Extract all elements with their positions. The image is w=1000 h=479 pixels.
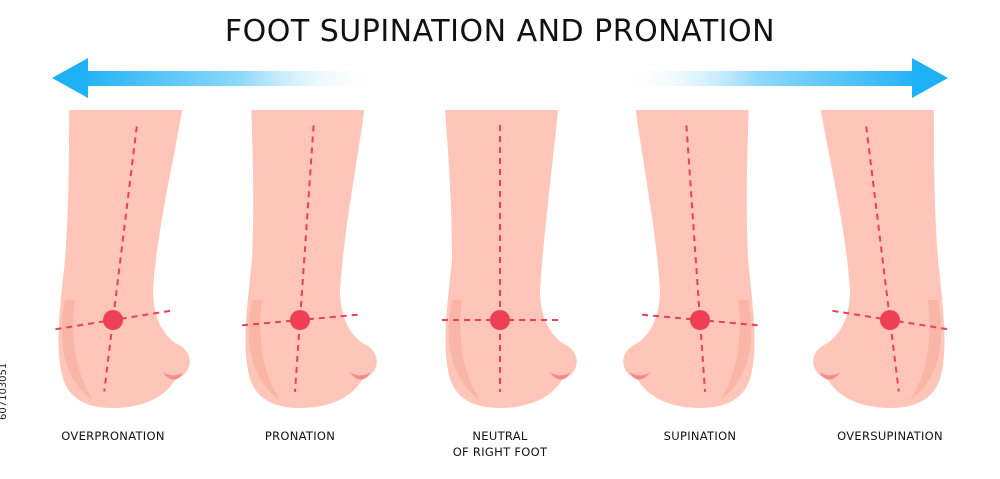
feet-layer <box>55 110 948 408</box>
toenail <box>550 372 570 380</box>
toe-shape <box>624 345 656 379</box>
arrow-right <box>624 58 948 98</box>
leg-shape <box>445 110 577 408</box>
heel-shade <box>448 300 480 400</box>
foot-4 <box>623 110 755 408</box>
foot-label-5: OVERSUPINATION <box>800 428 980 444</box>
toe-shape <box>344 345 376 379</box>
heel-shade <box>61 300 93 400</box>
leg-shape <box>58 110 190 408</box>
foot-label-line1: OVERSUPINATION <box>837 429 943 443</box>
vertical-axis <box>685 125 707 392</box>
vertical-axis <box>293 125 315 392</box>
foot-5 <box>813 110 945 408</box>
axis-lines <box>55 126 171 392</box>
axis-lines <box>832 126 948 392</box>
toe-shape <box>814 345 846 379</box>
ankle-joint-dot <box>103 310 123 330</box>
toenail <box>163 372 183 380</box>
foot-label-line1: NEUTRAL <box>472 429 528 443</box>
vertical-axis <box>865 126 900 392</box>
foot-2 <box>245 110 377 408</box>
foot-label-line1: SUPINATION <box>663 429 737 443</box>
heel-shade <box>248 300 280 400</box>
leg-shape <box>245 110 377 408</box>
heel-shade <box>910 300 942 400</box>
foot-label-3: NEUTRAL OF RIGHT FOOT <box>410 428 590 460</box>
foot-label-4: SUPINATION <box>610 428 790 444</box>
ankle-joint-dot <box>690 310 710 330</box>
toenail <box>630 372 650 380</box>
toe-shape <box>157 345 189 379</box>
stock-id: 607103051 <box>0 362 9 420</box>
foot-label-2: PRONATION <box>210 428 390 444</box>
toenail <box>350 372 370 380</box>
toenail <box>820 372 840 380</box>
foot-label-1: OVERPRONATION <box>23 428 203 444</box>
ankle-joint-dot <box>290 310 310 330</box>
axis-lines <box>242 125 358 392</box>
heel-shade <box>720 300 752 400</box>
foot-label-line2: OF RIGHT FOOT <box>452 445 548 459</box>
arrow-left <box>52 58 376 98</box>
axis-lines <box>442 125 558 392</box>
leg-shape <box>813 110 945 408</box>
toe-shape <box>544 345 576 379</box>
leg-shape <box>623 110 755 408</box>
axis-lines <box>642 125 758 392</box>
vertical-axis <box>103 126 138 392</box>
page-title: FOOT SUPINATION AND PRONATION <box>224 14 776 49</box>
ankle-joint-dot <box>490 310 510 330</box>
foot-3 <box>445 110 577 408</box>
foot-1 <box>58 110 190 408</box>
foot-label-line1: PRONATION <box>264 429 336 443</box>
foot-label-line1: OVERPRONATION <box>61 429 165 443</box>
ankle-joint-dot <box>880 310 900 330</box>
